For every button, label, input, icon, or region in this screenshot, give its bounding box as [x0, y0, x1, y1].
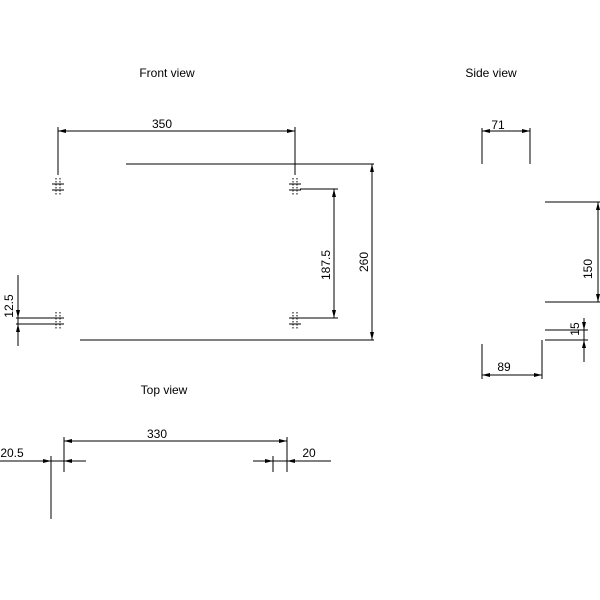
dim-187-arrow-bottom	[332, 310, 336, 318]
dim-330-arrow-right	[279, 439, 287, 443]
mounting-hole	[289, 312, 301, 330]
dim-89-label: 89	[497, 360, 511, 374]
top-view: Top view 330 20.5 20	[0, 383, 331, 519]
dim-350-label: 350	[152, 117, 172, 131]
dim-89-arrow-left	[482, 373, 490, 377]
dim-71-label: 71	[491, 118, 505, 132]
mounting-hole	[52, 312, 64, 330]
dim-350-arrow-right	[287, 129, 295, 133]
dim-260-label: 260	[357, 252, 371, 272]
dim-150-arrow-bottom	[596, 294, 600, 302]
side-view-title: Side view	[465, 66, 517, 80]
dim-12-arrow-top	[16, 310, 20, 318]
front-view-title: Front view	[139, 66, 195, 80]
dim-71-arrow-right	[522, 129, 530, 133]
dim-20-arrow-right	[287, 459, 295, 463]
dim-20-5-label: 20.5	[0, 446, 24, 460]
dim-330-arrow-left	[64, 439, 72, 443]
mounting-hole	[52, 178, 64, 196]
dim-15-arrow-top	[582, 322, 586, 330]
dim-150-label: 150	[581, 259, 595, 279]
dim-12-label: 12.5	[2, 294, 16, 318]
dim-150-arrow-top	[596, 202, 600, 210]
dim-20-5-arrow-left	[43, 459, 51, 463]
dim-260-arrow-bottom	[370, 332, 374, 340]
dim-330-label: 330	[147, 427, 167, 441]
dim-260-arrow-top	[370, 164, 374, 172]
dim-15-arrow-bottom	[582, 340, 586, 348]
mounting-hole	[289, 178, 301, 196]
dim-187-arrow-top	[332, 189, 336, 197]
dim-350-arrow-left	[58, 129, 66, 133]
top-view-title: Top view	[141, 383, 188, 397]
dim-20-5-arrow-right	[64, 459, 72, 463]
dim-12-arrow-bottom	[16, 324, 20, 332]
dim-20-label: 20	[302, 446, 316, 460]
dim-15-label: 15	[568, 322, 582, 336]
dim-187-label: 187.5	[319, 250, 333, 280]
dim-89-arrow-right	[534, 373, 542, 377]
dim-20-arrow-left	[265, 459, 273, 463]
front-view: Front view 350	[2, 66, 374, 346]
side-view: Side view 71 150 15 89	[465, 66, 600, 379]
dim-71-arrow-left	[482, 129, 490, 133]
